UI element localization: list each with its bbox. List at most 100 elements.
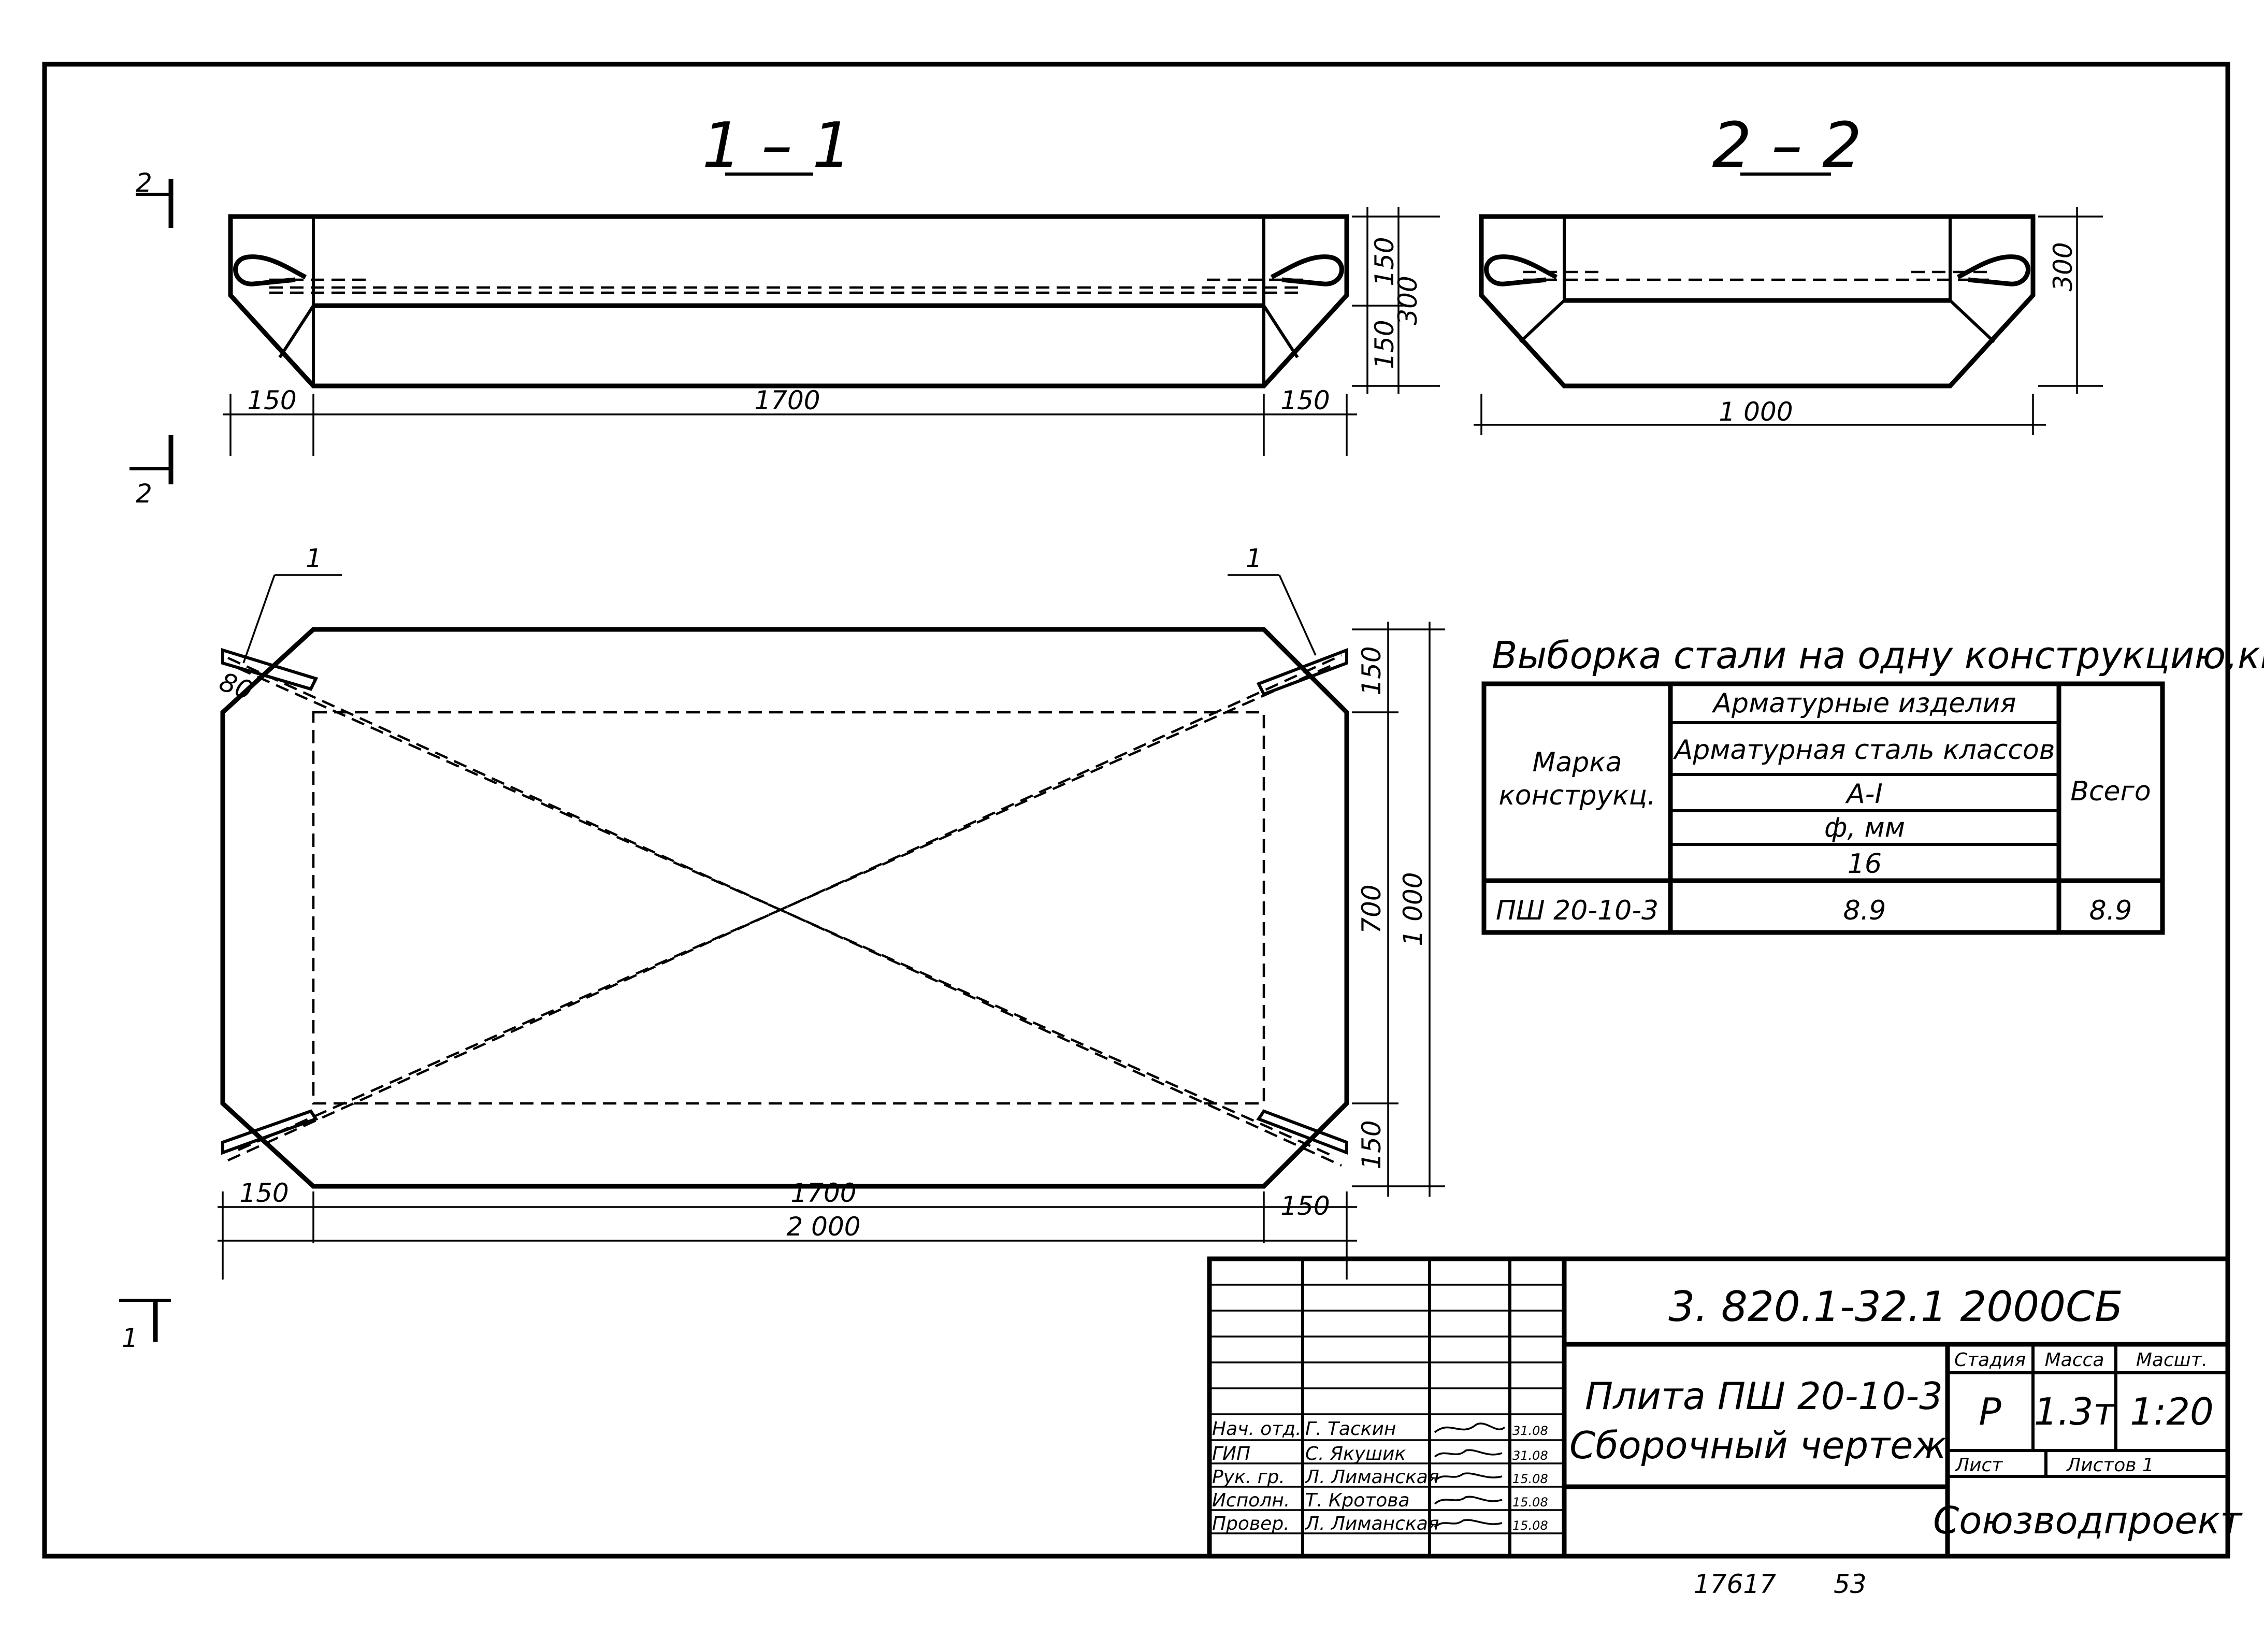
section-2-2-chamfer-right [1949, 299, 1996, 343]
plan-dim-700: 700 [1357, 884, 1387, 933]
doc-name-line2: Сборочный чертеж [1569, 1424, 1946, 1467]
steel-table-col-group: Арматурные изделия [1711, 688, 2016, 719]
steel-table-col-steel: Арматурная сталь классов [1673, 735, 2055, 766]
plan-loop-top-left [221, 648, 319, 691]
section-1-1-dim-150-left: 150 [247, 385, 296, 415]
doc-name-line1: Плита ПШ 20-10-3 [1585, 1374, 1943, 1418]
section-1-1-lifting-loop-left [233, 254, 307, 286]
section-1-1-dim-150-right: 150 [1280, 385, 1330, 415]
scale-value: 1:20 [2130, 1390, 2214, 1433]
section-2-2-dim-1000: 1 000 [1719, 397, 1793, 427]
mass-label: Масса [2045, 1349, 2104, 1371]
sheet-label: Лист [1954, 1455, 2003, 1476]
steel-table-row-value: 8.9 [1843, 895, 1886, 926]
steel-table-col-class: A-I [1845, 779, 1883, 810]
signature-date: 31.08 [1512, 1424, 1548, 1438]
section-2-2-lifting-loop-right [1956, 254, 2030, 286]
plan-dim-2000: 2 000 [786, 1212, 860, 1242]
plan-diagonal-rebar-hidden [227, 654, 1342, 1162]
steel-table-row-total: 8.9 [2089, 895, 2132, 926]
plan-callout-leader-left [242, 574, 276, 664]
steel-table-row-mark: ПШ 20-10-3 [1496, 895, 1659, 926]
plan-callout-leader-right [1278, 574, 1317, 656]
section-2-2: 2 – 2 1 000 300 [1474, 110, 2103, 435]
plan-outline [220, 627, 1349, 1189]
inventory-number: 17617 [1694, 1569, 1776, 1599]
signature-role: Провер. [1212, 1513, 1290, 1534]
section-2-2-title: 2 – 2 [1712, 110, 1862, 182]
cut-mark-1: 1 [122, 1323, 138, 1353]
steel-table-col-mark-wrap: Марка конструкц. [1498, 747, 1656, 811]
plan-loop-top-right [1256, 648, 1348, 696]
plan-dim-150-bottom: 150 [1357, 1120, 1387, 1169]
signature-date: 31.08 [1512, 1448, 1548, 1463]
signature-scribble [1434, 1449, 1503, 1458]
signature-name: Л. Лиманская [1304, 1467, 1439, 1488]
signature-role: ГИП [1212, 1443, 1250, 1464]
plan-diagonal-rebar-hidden [238, 667, 1332, 1157]
steel-table-title: Выборка стали на одну конструкцию,кг [1492, 634, 2264, 677]
mass-value: 1.3т [2034, 1390, 2116, 1433]
plan-loop-bottom-left [221, 1109, 319, 1155]
section-1-1-chamfer-left [278, 305, 315, 358]
steel-table-col-total: Всего [2070, 776, 2151, 807]
signature-date: 15.08 [1512, 1518, 1548, 1533]
signature-name: Т. Кротова [1305, 1490, 1410, 1511]
section-1-1-lifting-loop-right [1270, 254, 1344, 286]
plan-loop-bottom-right [1256, 1109, 1348, 1155]
steel-schedule-table: Выборка стали на одну конструкцию,кг Арм… [1481, 634, 2264, 935]
plan-dim-150-right: 150 [1280, 1191, 1330, 1221]
signature-row: Рук. гр. Л. Лиманская 15.08 [1212, 1467, 1548, 1488]
page-number: 53 [1834, 1569, 1867, 1599]
cut-mark-2-bottom: 2 [136, 479, 152, 509]
section-1-1-outline [228, 214, 1349, 389]
section-2-2-lifting-loop-left [1484, 254, 1558, 286]
scale-label: Масшт. [2136, 1349, 2208, 1371]
steel-table-col-mark: Марка конструкц. [1498, 747, 1656, 811]
signature-row: ГИП С. Якушик 31.08 [1212, 1443, 1548, 1464]
stage-value: Р [1979, 1390, 2001, 1433]
plan-inner-outline-hidden [312, 711, 1265, 1105]
section-2-2-rebar-hidden [1523, 270, 1989, 281]
sheets-label: Листов 1 [2066, 1455, 2154, 1476]
section-1-1-chamfer-right [1262, 305, 1299, 358]
signature-scribble [1434, 1496, 1503, 1505]
section-2-2-dim-300: 300 [2048, 242, 2078, 291]
plan-callout-1-right: 1 [1246, 543, 1262, 573]
doc-code: 3. 820.1-32.1 2000СБ [1668, 1283, 2123, 1331]
signature-row: Провер. Л. Лиманская 15.08 [1212, 1513, 1548, 1534]
section-1-1: 1 – 1 150 1700 150 150 150 300 2 [129, 110, 1440, 509]
plan-callout-1-left: 1 [306, 543, 322, 573]
signature-role: Нач. отд. [1212, 1418, 1302, 1440]
signature-date: 15.08 [1512, 1495, 1548, 1510]
section-2-2-outline [1479, 214, 2036, 389]
signature-scribble [1434, 1423, 1506, 1433]
steel-table-col-dia: ф, мм [1824, 812, 1905, 843]
section-1-1-rebar-hidden [269, 278, 1305, 294]
section-2-2-chamfer-left [1519, 299, 1566, 343]
section-1-1-dim-300: 300 [1393, 276, 1423, 325]
signature-scribble [1434, 1472, 1503, 1482]
section-1-1-dim-150-lower: 150 [1369, 320, 1400, 369]
steel-table-frame [1481, 681, 2165, 935]
plan-dim-150-left: 150 [239, 1178, 289, 1208]
section-1-1-dim-1700: 1700 [754, 385, 820, 415]
plan-dim-1700: 1700 [790, 1178, 856, 1208]
stage-label: Стадия [1954, 1349, 2026, 1371]
signature-row: Нач. отд. Г. Таскин 31.08 [1212, 1418, 1548, 1440]
signature-role: Исполн. [1212, 1490, 1290, 1511]
plan-diagonal-rebar-hidden [227, 656, 1342, 1167]
title-block-frame [1207, 1256, 2230, 1559]
signature-role: Рук. гр. [1212, 1467, 1285, 1488]
section-1-1-title: 1 – 1 [702, 110, 852, 182]
sheet-frame [42, 62, 2230, 1559]
plan-dim-150-top: 150 [1357, 646, 1387, 695]
signature-name: Г. Таскин [1305, 1418, 1396, 1440]
signature-row: Исполн. Т. Кротова 15.08 [1212, 1490, 1548, 1511]
signature-scribble [1434, 1519, 1503, 1528]
signature-name: Л. Лиманская [1304, 1513, 1439, 1534]
plan-dim-1000: 1 000 [1398, 872, 1428, 946]
title-block: Нач. отд. Г. Таскин 31.08 ГИП С. Якушик … [1207, 1256, 2243, 1559]
section-1-1-dim-150-upper: 150 [1369, 237, 1400, 286]
